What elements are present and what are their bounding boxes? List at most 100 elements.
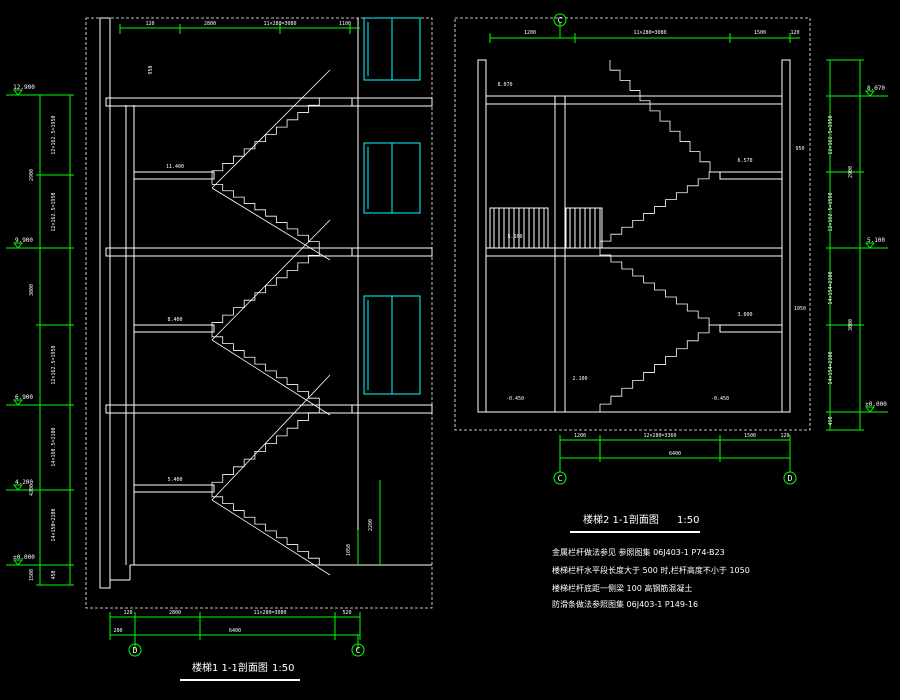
left-axis-C-label: C — [356, 646, 361, 655]
left-landing-1 — [133, 324, 215, 333]
left-top-dim-0: 120 — [145, 21, 154, 27]
right-bottom-dim-2: 1500 — [744, 433, 756, 439]
left-bottom-small: 200 — [113, 628, 122, 634]
right-vdim-text-3: 14×154=2100 — [828, 271, 834, 304]
left-level-3-text: 4.200 — [15, 479, 33, 486]
right-inner-label-3: 3.600 — [737, 312, 752, 318]
left-vdim-text-3: 3000 — [29, 284, 35, 296]
left-stringer-3 — [211, 339, 331, 416]
left-axis-D — [128, 643, 142, 657]
left-stringer-0 — [211, 69, 331, 189]
left-bottom-total: 6400 — [229, 628, 241, 634]
right-inner-label-5: -0.450 — [506, 396, 524, 402]
left-vdim-text-0: 12×162.5=1950 — [51, 115, 57, 154]
right-vdim-text-4: 3000 — [848, 319, 854, 331]
left-level-1-text: 9.900 — [15, 237, 33, 244]
left-flight-a — [211, 97, 330, 178]
right-vdim-text-6: 450 — [828, 416, 834, 425]
left-vdim-text-5: 14×160.5=2100 — [51, 427, 57, 466]
right-right-wall — [781, 59, 791, 413]
left-level-3-mark — [12, 484, 24, 491]
right-flight-c — [599, 248, 720, 326]
left-frame — [85, 17, 433, 609]
left-slab-ext-floor-2 — [351, 404, 433, 414]
right-section-scale: 1:50 — [677, 515, 700, 526]
left-level-0-text: 12.900 — [13, 84, 35, 91]
left-top-dim-2: 11×280=3080 — [263, 21, 296, 27]
left-flight-e — [211, 404, 330, 490]
right-axis-bottom-right-label: D — [788, 474, 793, 483]
right-bottom-dim-1: 12×280=3360 — [643, 433, 676, 439]
right-inner-label-2: 5.100 — [507, 234, 522, 240]
right-vdim-text-2: 12×162.5=1950 — [828, 192, 834, 231]
left-landing-2 — [133, 484, 215, 493]
left-vdim-text-7: 14×150=2100 — [51, 508, 57, 541]
right-inner-label-0: 8.070 — [497, 82, 512, 88]
left-slab-floor-4 — [105, 97, 359, 107]
left-slab-floor-3 — [105, 247, 359, 257]
right-top-dim-1: 11×280=3080 — [633, 30, 666, 36]
right-vdim-text-5: 14×154=2100 — [828, 351, 834, 384]
right-inner-label-4: 2.100 — [572, 376, 587, 382]
left-bottom-dim-2: 11×280=3080 — [253, 610, 286, 616]
left-level-2-text: 6.900 — [15, 394, 33, 401]
right-flight-a — [609, 60, 720, 173]
right-axis-bottom-left-label: C — [558, 474, 563, 483]
left-inner-label-2200: 2200 — [368, 519, 374, 531]
left-top-dim-3: 1100 — [339, 21, 351, 27]
right-frame — [454, 17, 811, 431]
left-section-title: 楼梯1 1-1剖面图 — [192, 663, 268, 674]
left-slab-ext-floor-4 — [351, 97, 433, 107]
left-stringer-5 — [211, 499, 331, 576]
right-bottom-dim-0: 1200 — [574, 433, 586, 439]
right-inner-label-6: -0.450 — [711, 396, 729, 402]
left-bottom-dim-0: 120 — [123, 610, 132, 616]
right-bottom-total: 6400 — [669, 451, 681, 457]
right-top-dim-0: 1200 — [524, 30, 536, 36]
note-line-2: 楼梯栏杆水平段长度大于 500 时,栏杆高度不小于 1050 — [552, 566, 750, 575]
right-level-2-mark — [864, 406, 876, 413]
right-level-0-mark — [864, 90, 876, 97]
right-landing-1 — [719, 324, 783, 333]
right-inner-label-7: 950 — [795, 146, 804, 152]
left-level-1-mark — [12, 242, 24, 249]
right-axis-bottom-right — [783, 471, 797, 485]
left-inner-label-1050: 1050 — [346, 544, 352, 556]
left-axis-C — [351, 643, 365, 657]
right-title-underline — [570, 531, 700, 533]
left-landing-label-1: 8.400 — [167, 317, 182, 323]
right-vdim-text-0: 12×162.5=1950 — [828, 115, 834, 154]
left-landing-0 — [133, 171, 215, 180]
left-landing-label-0: 11.400 — [166, 164, 184, 170]
left-section-scale: 1:50 — [272, 663, 295, 674]
left-inner-label-950: 950 — [148, 65, 154, 74]
right-axis-top — [553, 13, 567, 27]
left-flight-d — [211, 330, 330, 406]
note-line-1: 金属栏杆做法参见 参照图集 06J403-1 P74-B23 — [552, 548, 725, 557]
left-vdim-text-4: 12×162.5=1950 — [51, 345, 57, 384]
right-section-title: 楼梯2 1-1剖面图 — [583, 515, 659, 526]
left-level-4-mark — [12, 559, 24, 566]
right-flight-d — [599, 324, 720, 412]
left-level-4-text: ±0.000 — [13, 554, 35, 561]
right-slab-top — [485, 95, 783, 105]
right-level-2-text: ±0.000 — [865, 401, 887, 408]
left-vdim-text-1: 2900 — [29, 169, 35, 181]
left-title-underline — [180, 679, 300, 681]
left-landing-label-2: 5.400 — [167, 477, 182, 483]
left-stringer-2 — [211, 219, 331, 341]
note-line-4: 防滑条做法参照图集 06J403-1 P149-16 — [552, 600, 699, 609]
right-axis-bottom-left — [553, 471, 567, 485]
left-vdim-text-9: 450 — [51, 570, 57, 579]
left-vdim-text-2: 12×162.5=1950 — [51, 192, 57, 231]
left-level-0-mark — [12, 89, 24, 96]
right-top-dim-2: 1500 — [754, 30, 766, 36]
left-outer-wall — [99, 17, 111, 589]
right-flight-b — [599, 171, 720, 248]
right-axis-top-label: C — [558, 16, 563, 25]
left-flight-c — [211, 247, 330, 330]
right-top-dim-3: 120 — [790, 30, 799, 36]
right-landing-0 — [719, 171, 783, 180]
right-level-0-text: 8.070 — [867, 85, 885, 92]
